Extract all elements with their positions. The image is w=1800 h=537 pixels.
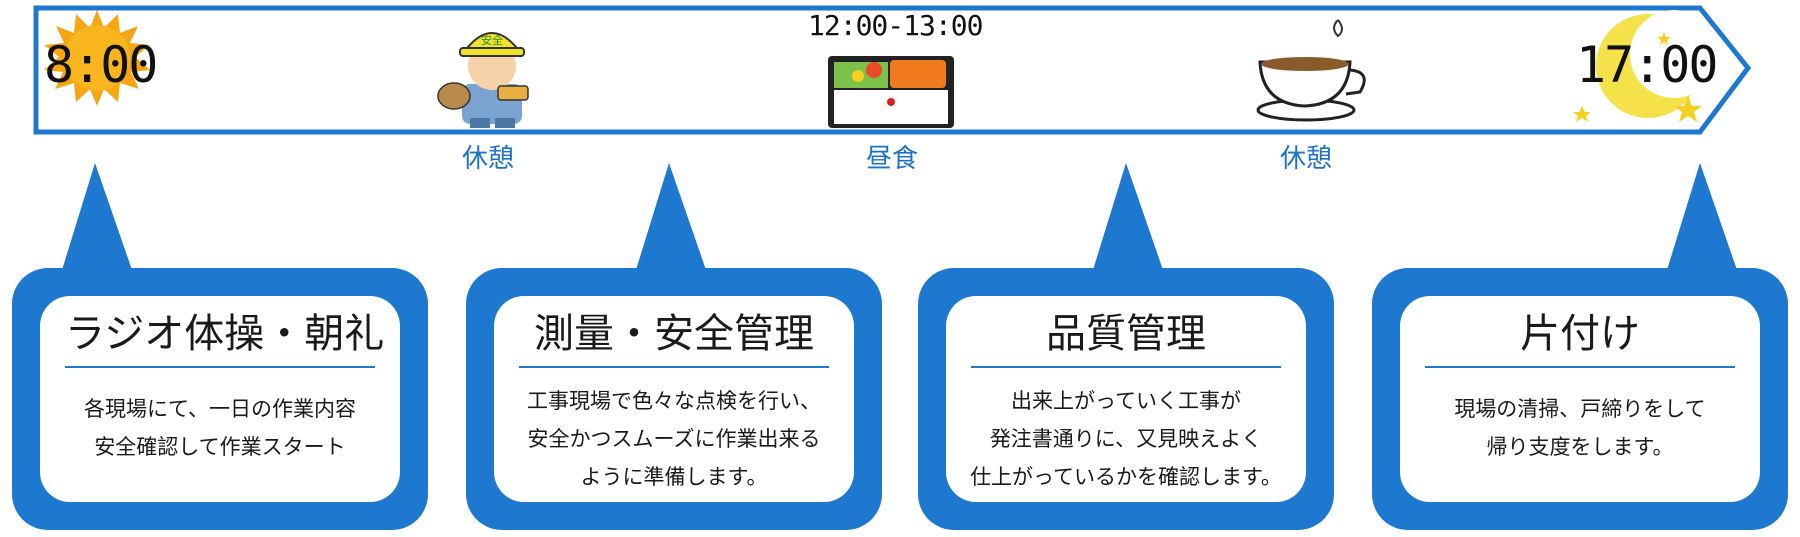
card-title: 品質管理 <box>971 310 1281 368</box>
worker-icon: 安全 <box>437 32 529 128</box>
card-title: 測量・安全管理 <box>519 310 829 368</box>
card-description: 工事現場で色々な点検を行い、 安全かつスムーズに作業出来る ように準備します。 <box>527 389 821 489</box>
end-time: 17:00 <box>1576 36 1719 94</box>
moon-icon <box>1573 10 1718 122</box>
callout-pointer-2 <box>636 163 706 270</box>
schedule-card-3: 品質管理 出来上がっていく工事が 発注書通りに、又見映えよく 仕上がっているかを… <box>918 268 1334 530</box>
callout-pointer-1 <box>62 163 132 270</box>
schedule-card-1: ラジオ体操・朝礼 各現場にて、一日の作業内容 安全確認して作業スタート <box>12 268 428 530</box>
card-description: 現場の清掃、戸締りをして 帰り支度をします。 <box>1454 397 1706 459</box>
card-body: 片付け 現場の清掃、戸締りをして 帰り支度をします。 <box>1400 296 1760 502</box>
card-title: 片付け <box>1425 310 1735 368</box>
schedule-card-2: 測量・安全管理 工事現場で色々な点検を行い、 安全かつスムーズに作業出来る よう… <box>466 268 882 530</box>
start-time: 8:00 <box>44 36 158 94</box>
card-description: 出来上がっていく工事が 発注書通りに、又見映えよく 仕上がっているかを確認します… <box>970 389 1282 489</box>
card-body: 測量・安全管理 工事現場で色々な点検を行い、 安全かつスムーズに作業出来る よう… <box>494 296 854 502</box>
card-description: 各現場にて、一日の作業内容 安全確認して作業スタート <box>84 397 356 459</box>
helmet-text: 安全 <box>481 33 503 47</box>
schedule-card-4: 片付け 現場の清掃、戸締りをして 帰り支度をします。 <box>1372 268 1788 530</box>
coffee-icon <box>1256 19 1366 122</box>
break-label: 休憩 <box>461 144 515 174</box>
card-title: ラジオ体操・朝礼 <box>65 310 384 368</box>
lunch-label: 昼食 <box>865 144 919 174</box>
card-body: ラジオ体操・朝礼 各現場にて、一日の作業内容 安全確認して作業スタート <box>40 296 400 502</box>
sun-icon <box>44 10 150 106</box>
callout-pointer-4 <box>1667 163 1737 270</box>
bento-icon <box>828 56 954 128</box>
break-label: 休憩 <box>1279 144 1333 174</box>
lunch-time: 12:00-13:00 <box>808 9 983 42</box>
card-body: 品質管理 出来上がっていく工事が 発注書通りに、又見映えよく 仕上がっているかを… <box>946 296 1306 502</box>
callout-pointer-3 <box>1093 163 1163 270</box>
